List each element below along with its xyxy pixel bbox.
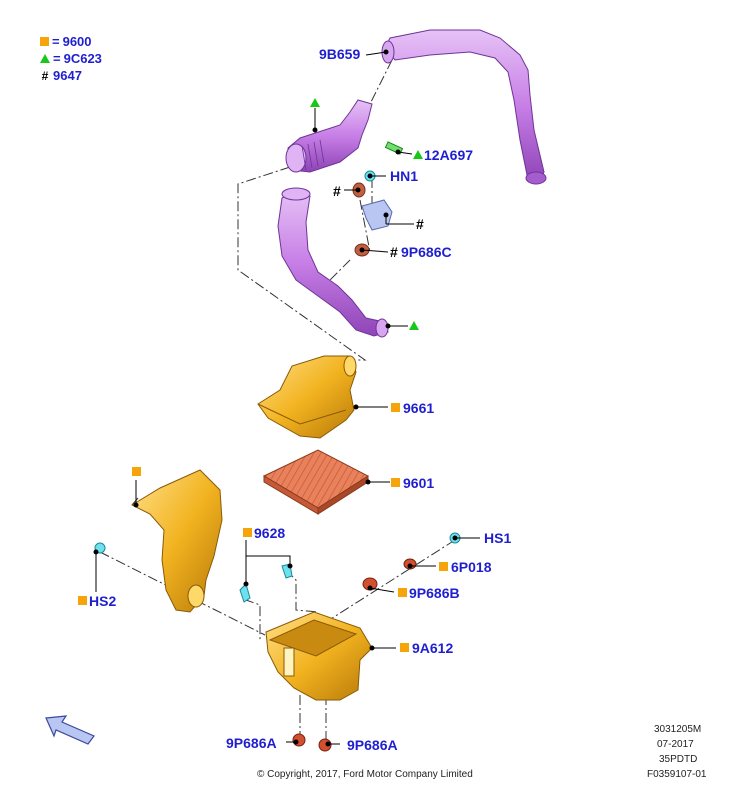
callout-markers xyxy=(78,98,448,652)
callout-9b659: 9B659 xyxy=(319,46,361,62)
clip-9628-left xyxy=(239,583,251,603)
front-direction-arrow-icon xyxy=(45,715,95,745)
air-cleaner-housing-9a612 xyxy=(265,611,373,701)
intake-duct-9600 xyxy=(130,469,223,613)
callout-9628: 9628 xyxy=(254,525,286,541)
callout-hn1: HN1 xyxy=(390,168,419,184)
legend-row-9647: # 9647 xyxy=(40,68,82,83)
sensor-bracket xyxy=(361,199,393,231)
callout-9601: 9601 xyxy=(403,475,435,491)
legend-code: 9647 xyxy=(53,68,82,83)
legend-row-9c623: = 9C623 xyxy=(40,51,102,66)
legend-row-9600: = 9600 xyxy=(40,34,92,49)
hash-marker: # xyxy=(416,216,424,232)
callout-6p018: 6P018 xyxy=(451,559,492,575)
hash-marker: # xyxy=(333,183,341,199)
callout-9a612: 9A612 xyxy=(412,640,454,656)
callout-9p686a-left: 9P686A xyxy=(226,735,277,751)
callout-hs1: HS1 xyxy=(484,530,512,546)
upper-air-duct-9b659 xyxy=(381,29,547,185)
air-cleaner-cover-9661 xyxy=(257,355,357,439)
air-filter-element-9601 xyxy=(262,449,369,515)
green-triangle-icon xyxy=(40,54,50,63)
legend-eq: = xyxy=(53,51,61,66)
callout-9p686a-right: 9P686A xyxy=(347,737,398,753)
callout-12a697: 12A697 xyxy=(424,147,474,163)
callout-hs2: HS2 xyxy=(89,593,117,609)
orange-square-icon xyxy=(40,37,49,46)
legend-code: 9600 xyxy=(62,34,92,49)
copyright-text: © Copyright, 2017, Ford Motor Company Li… xyxy=(257,769,473,780)
legend-code: 9C623 xyxy=(63,51,102,66)
leader-lines xyxy=(93,49,480,747)
callout-9661: 9661 xyxy=(403,400,435,416)
figure-number: F0359107-01 xyxy=(647,769,707,780)
lower-air-duct xyxy=(277,187,389,338)
drawing-code: 3031205M xyxy=(654,724,702,735)
legend-hash: # xyxy=(41,68,49,83)
model-code: 35PDTD xyxy=(659,754,698,765)
hash-marker: # xyxy=(390,244,398,260)
callout-9p686c: 9P686C xyxy=(401,244,452,260)
drawing-date: 07-2017 xyxy=(657,739,694,750)
legend-eq: = xyxy=(52,34,60,49)
callout-9p686b: 9P686B xyxy=(409,585,460,601)
resonator-duct-9c623 xyxy=(285,99,373,173)
